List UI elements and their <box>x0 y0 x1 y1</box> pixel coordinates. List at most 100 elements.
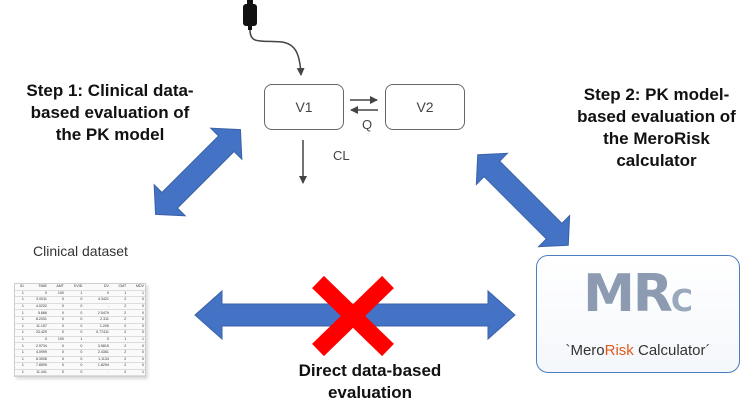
table-cell: 0 <box>127 323 145 331</box>
table-cell: 2.9734 <box>24 342 48 350</box>
table-cell: 0 <box>47 296 65 304</box>
table-cell: 2 <box>109 316 128 324</box>
table-cell: 0 <box>127 362 145 370</box>
table-cell: 2 <box>109 303 128 311</box>
table-cell: 0 <box>24 336 48 344</box>
table-column-header: CMT <box>109 284 128 291</box>
table-cell: 0 <box>127 303 145 311</box>
table-cell: 0 <box>127 316 145 324</box>
table-cell: 1 <box>15 362 25 370</box>
table-cell: 1 <box>15 356 25 364</box>
clinical-dataset-label: Clinical dataset <box>33 243 128 259</box>
table-cell: 0 <box>64 323 84 331</box>
table-cell: 1.8294 <box>83 362 110 370</box>
table-cell: 4.0202 <box>24 303 48 311</box>
table-cell: 2 <box>109 323 128 331</box>
table-cell: 4.3421 <box>83 296 110 304</box>
table-cell: 0 <box>47 323 65 331</box>
infusion-bag-icon <box>243 0 305 76</box>
table-cell: 1 <box>15 323 25 331</box>
table-cell: 2 <box>109 362 128 370</box>
table-cell: 1 <box>109 290 128 298</box>
table-cell: 1 <box>15 342 25 350</box>
q-label: Q <box>362 117 373 132</box>
step2-line: calculator <box>616 151 697 170</box>
step1-double-arrow <box>153 127 243 217</box>
cl-label: CL <box>333 148 350 163</box>
table-cell: 1 <box>15 309 25 317</box>
merorisk-calculator-card: MRC `MeroRisk Calculator´ <box>536 255 740 373</box>
step2-line: the MeroRisk <box>603 129 710 148</box>
table-cell: 0 <box>64 356 84 364</box>
compartment-v2-label: V2 <box>416 99 434 115</box>
calculator-name-prefix: `Mero <box>565 342 605 359</box>
table-cell: 2 <box>109 342 128 350</box>
table-cell: 1 <box>64 290 84 298</box>
table-cell: 1 <box>15 349 25 357</box>
table-cell: 1 <box>15 329 25 337</box>
table-cell: 0 <box>64 303 84 311</box>
table-cell: 0 <box>127 296 145 304</box>
table-cell: 1 <box>15 369 25 376</box>
mrc-logo-letter: C <box>670 284 693 319</box>
table-cell: 1 <box>15 316 25 324</box>
table-cell: 5.866 <box>24 309 48 317</box>
table-cell: 100 <box>47 290 65 298</box>
table-cell: 1 <box>127 290 145 298</box>
table-column-header: TIME <box>24 284 48 291</box>
direct-line: evaluation <box>327 383 413 402</box>
table-column-header: MDV <box>127 284 145 291</box>
mrc-logo-letter: R <box>632 264 673 324</box>
table-cell: 0 <box>47 309 65 317</box>
table-cell: 0 <box>83 290 110 298</box>
table-cell: 0 <box>127 375 145 376</box>
table-cell: 0 <box>47 316 65 324</box>
table-cell: 0 <box>64 296 84 304</box>
table-cell: 1.1134 <box>83 356 110 364</box>
table-cell: 11.441 <box>24 369 48 376</box>
table-cell: 0 <box>64 369 84 376</box>
table-cell: 0.77411 <box>83 329 110 337</box>
mrc-logo: MRC <box>537 264 739 324</box>
step1-line: Step 1: Clinical data- <box>26 81 194 100</box>
table-cell: 2 <box>109 356 128 364</box>
table-column-header: ID <box>15 284 25 291</box>
step1-label: Step 1: Clinical data- based evaluation … <box>0 80 220 146</box>
table-cell: 2 <box>109 375 128 376</box>
table-column-header: DV <box>83 284 110 291</box>
table-cell: 2 <box>109 349 128 357</box>
table-cell: 4.0999 <box>24 349 48 357</box>
table-cell: 1 <box>15 296 25 304</box>
compartment-v1: V1 <box>264 84 344 130</box>
table-cell: 2 <box>109 369 128 376</box>
table-cell: 1 <box>15 375 25 376</box>
table-cell: 2.311 <box>83 316 110 324</box>
table-cell: 2 <box>109 309 128 317</box>
step2-line: Step 2: PK model- <box>583 85 730 104</box>
table-cell: 1 <box>64 336 84 344</box>
table-cell: . <box>83 369 110 376</box>
table-cell: 0 <box>64 329 84 337</box>
step2-label: Step 2: PK model- based evaluation of th… <box>560 84 753 172</box>
compartment-v2: V2 <box>385 84 465 130</box>
table-cell: 0 <box>64 349 84 357</box>
table-cell: 6.3008 <box>24 356 48 364</box>
table-cell: 1 <box>15 303 25 311</box>
mrc-logo-letter: M <box>583 264 635 324</box>
table-cell: 0 <box>47 362 65 370</box>
step1-line: the PK model <box>55 125 165 144</box>
compartment-v1-label: V1 <box>295 99 313 115</box>
table-cell: 0 <box>47 356 65 364</box>
direct-evaluation-label: Direct data-based evaluation <box>210 360 530 404</box>
